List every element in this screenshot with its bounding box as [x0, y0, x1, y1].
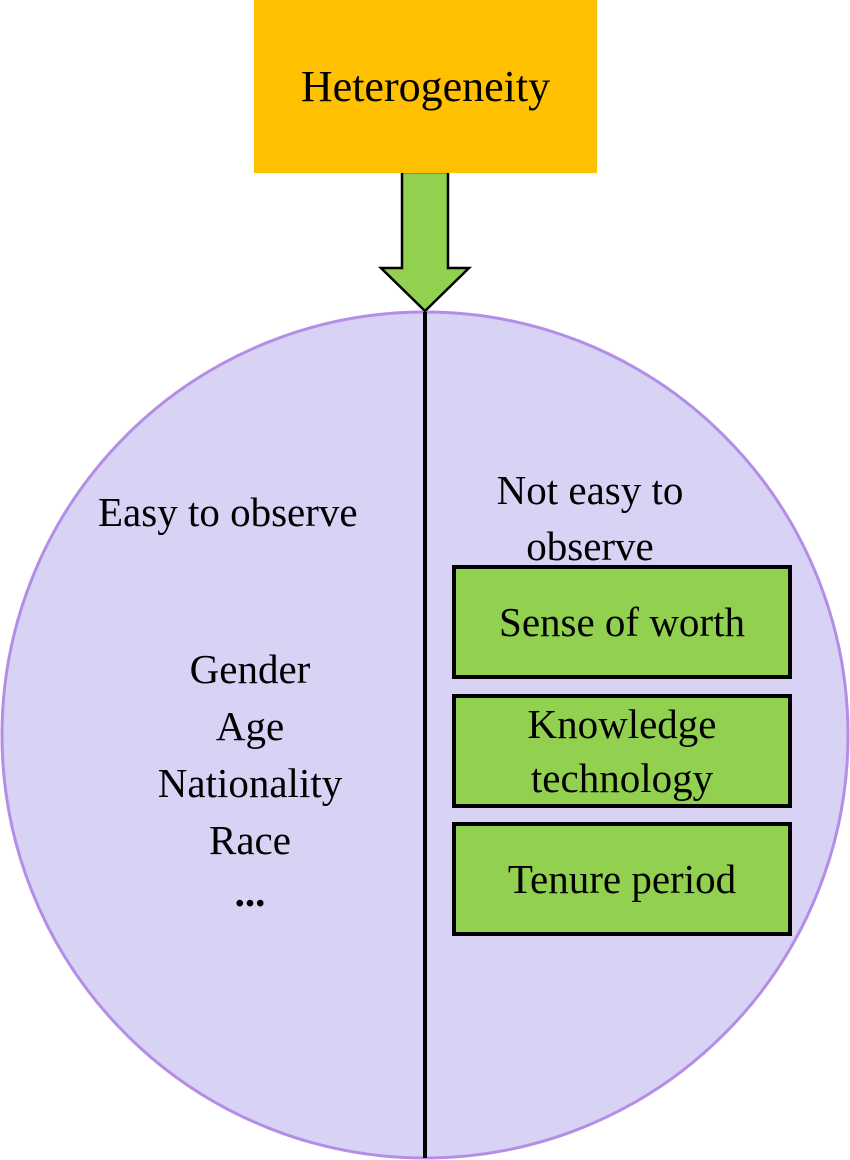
list-item: Nationality [157, 760, 343, 806]
easy-to-observe-heading: Easy to observe [98, 489, 358, 535]
easy-to-observe-list: Gender Age Nationality Race ... [118, 646, 382, 931]
heterogeneity-label: Heterogeneity [300, 62, 551, 111]
factor-box-tenure-period: Tenure period [452, 822, 792, 936]
factor-label: Sense of worth [499, 599, 745, 645]
list-item: Race [209, 817, 291, 863]
list-item: Gender [189, 646, 311, 692]
factor-box-knowledge-technology: Knowledge technology [452, 694, 792, 808]
not-easy-to-observe-heading: Not easy to observe [496, 467, 684, 569]
down-arrow [377, 170, 473, 313]
heterogeneity-box: Heterogeneity [254, 0, 597, 173]
factor-box-sense-of-worth: Sense of worth [452, 565, 792, 679]
factor-label: Tenure period [507, 856, 737, 902]
list-item-ellipsis: ... [234, 869, 266, 915]
list-item: Age [215, 703, 285, 749]
factor-label: Knowledge technology [527, 701, 717, 801]
